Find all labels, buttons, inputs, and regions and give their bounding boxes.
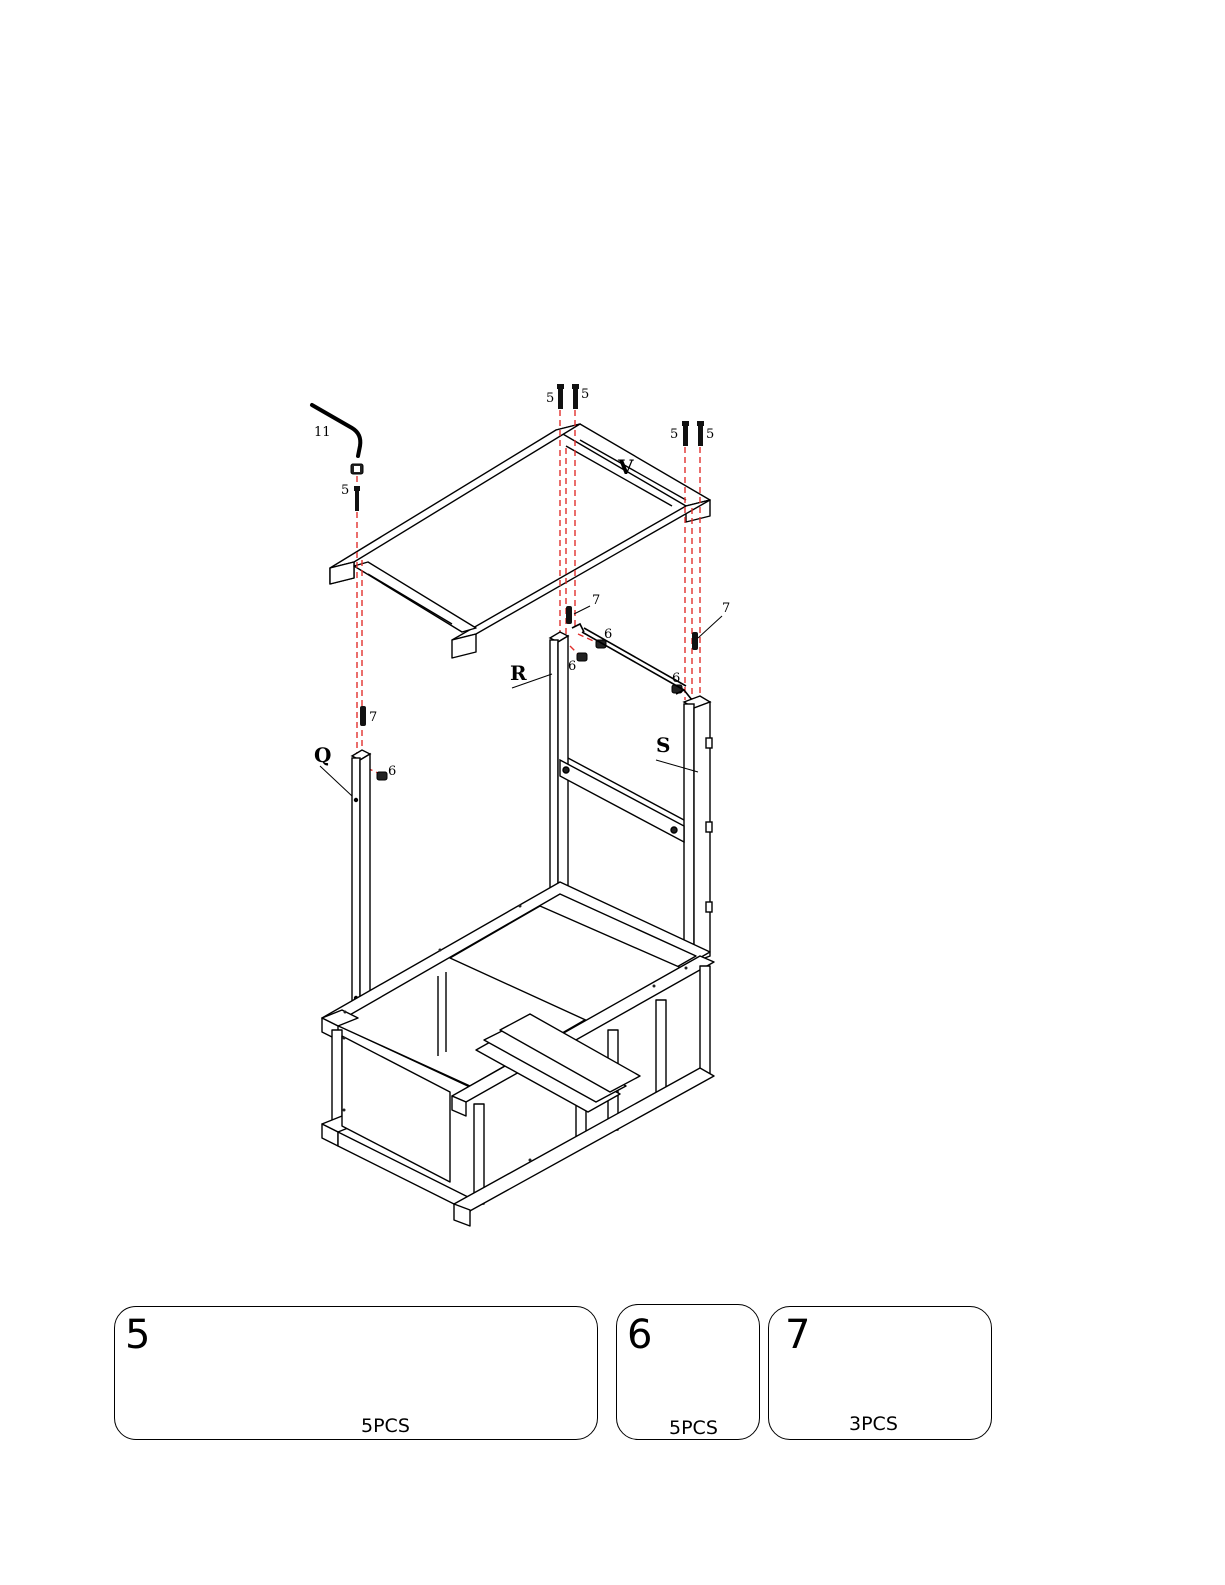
screw-label-c2: 5 [581,387,589,402]
part-label-q: Q [314,743,331,767]
screw-left [354,486,360,511]
hardware-box-6: 6 5PCS [616,1304,760,1440]
hardware-number: 6 [627,1315,652,1355]
dowel-pins [360,606,698,726]
pin-label-center: 7 [592,593,600,608]
screw-label-left: 5 [341,483,349,498]
hardware-quantity: 5PCS [669,1417,718,1439]
cap-label-c1: 6 [568,659,576,674]
screws-top-right [682,421,704,446]
top-frame-v [330,424,710,658]
hardware-box-7: 7 3PCS [768,1306,992,1440]
base-frame [322,882,714,1226]
barrel-nut-top [351,464,363,474]
part-label-r: R [510,661,527,685]
hardware-box-5: 5 5PCS [114,1306,598,1440]
post-cross-rail [560,758,684,842]
screw-label-r2: 5 [706,427,714,442]
pin-label-right: 7 [722,601,730,616]
hardware-number: 7 [785,1315,810,1355]
post-q [352,750,370,1004]
screw-label-c1: 5 [546,391,554,406]
barrel-nuts [377,640,682,780]
wrench-label: 11 [314,425,331,440]
part-label-v: V [617,455,634,479]
cap-label-left: 6 [388,764,396,779]
screw-label-r1: 5 [670,427,678,442]
pin-label-left: 7 [369,710,377,725]
part-label-s: S [656,733,670,757]
post-s [684,696,712,962]
leader-q [320,766,352,796]
hardware-quantity: 5PCS [361,1415,410,1437]
post-r [550,632,568,892]
hardware-quantity: 3PCS [849,1413,898,1435]
screws-top-center [557,384,579,409]
hardware-number: 5 [125,1315,150,1355]
